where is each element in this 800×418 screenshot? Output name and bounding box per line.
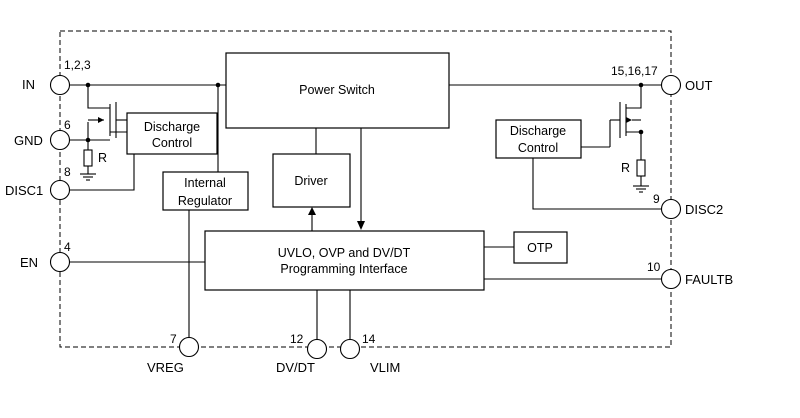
pin-faultb bbox=[660, 268, 682, 290]
internal-regulator-block: Internal Regulator bbox=[162, 171, 249, 211]
driver-block: Driver bbox=[272, 153, 351, 208]
uvlo-arrow bbox=[357, 221, 365, 230]
left-resistor bbox=[83, 149, 93, 167]
pin-disc2-label: DISC2 bbox=[685, 202, 723, 217]
pin-vreg bbox=[178, 336, 200, 358]
pin-dvdt-number: 12 bbox=[290, 332, 304, 346]
driver-label: Driver bbox=[294, 174, 327, 188]
right-resistor bbox=[636, 159, 646, 177]
pin-vlim-label: VLIM bbox=[370, 360, 400, 375]
pin-vreg-number: 7 bbox=[170, 332, 177, 346]
pin-disc1-label: DISC1 bbox=[5, 183, 43, 198]
pin-en-number: 4 bbox=[64, 240, 71, 254]
junction-dot bbox=[85, 137, 91, 143]
left-discharge-mosfet bbox=[88, 102, 127, 138]
power-switch-label: Power Switch bbox=[299, 83, 375, 97]
otp-label: OTP bbox=[527, 241, 553, 255]
left-discharge-control-block: Discharge Control bbox=[126, 112, 218, 155]
pin-out-number: 15,16,17 bbox=[611, 64, 658, 78]
power-switch-block: Power Switch bbox=[225, 52, 450, 129]
pin-vlim-number: 14 bbox=[362, 332, 376, 346]
pin-out bbox=[660, 74, 682, 96]
right-discharge-label-1: Discharge bbox=[510, 124, 566, 138]
pin-disc1-number: 8 bbox=[64, 165, 71, 179]
left-resistor-label: R bbox=[98, 151, 107, 165]
pin-gnd bbox=[49, 129, 71, 151]
junction-dot bbox=[638, 129, 644, 135]
junction-dot bbox=[85, 82, 91, 88]
pin-vlim bbox=[339, 338, 361, 360]
regulator-label-2: Regulator bbox=[178, 194, 232, 208]
pin-disc2-number: 9 bbox=[653, 192, 660, 206]
uvlo-ovp-block: UVLO, OVP and DV/DT Programming Interfac… bbox=[204, 230, 485, 291]
junction-dot bbox=[215, 82, 221, 88]
pin-faultb-label: FAULTB bbox=[685, 272, 733, 287]
uvlo-label-1: UVLO, OVP and DV/DT bbox=[278, 246, 411, 260]
pin-in bbox=[49, 74, 71, 96]
regulator-label-1: Internal bbox=[184, 176, 226, 190]
right-discharge-label-2: Control bbox=[518, 141, 558, 155]
pin-gnd-label: GND bbox=[14, 133, 43, 148]
ground-icon bbox=[80, 173, 96, 181]
otp-block: OTP bbox=[513, 231, 568, 264]
wiring bbox=[70, 84, 661, 340]
pin-in-label: IN bbox=[22, 77, 35, 92]
left-discharge-label-2: Control bbox=[152, 136, 192, 150]
pin-vreg-label: VREG bbox=[147, 360, 184, 375]
pin-disc2 bbox=[660, 198, 682, 220]
pin-disc1 bbox=[49, 179, 71, 201]
pin-en-label: EN bbox=[20, 255, 38, 270]
junction-dot bbox=[638, 82, 644, 88]
ground-icon bbox=[633, 185, 649, 193]
left-discharge-label-1: Discharge bbox=[144, 120, 200, 134]
right-discharge-mosfet bbox=[609, 102, 641, 147]
right-discharge-control-block: Discharge Control bbox=[495, 119, 582, 159]
uvlo-label-2: Programming Interface bbox=[280, 262, 407, 276]
pin-in-number: 1,2,3 bbox=[64, 58, 91, 72]
driver-arrow bbox=[308, 207, 316, 215]
right-resistor-label: R bbox=[621, 161, 630, 175]
pin-gnd-number: 6 bbox=[64, 118, 71, 132]
pin-en bbox=[49, 251, 71, 273]
pin-out-label: OUT bbox=[685, 78, 713, 93]
pin-dvdt bbox=[306, 338, 328, 360]
pin-faultb-number: 10 bbox=[647, 260, 661, 274]
pin-dvdt-label: DV/DT bbox=[276, 360, 315, 375]
